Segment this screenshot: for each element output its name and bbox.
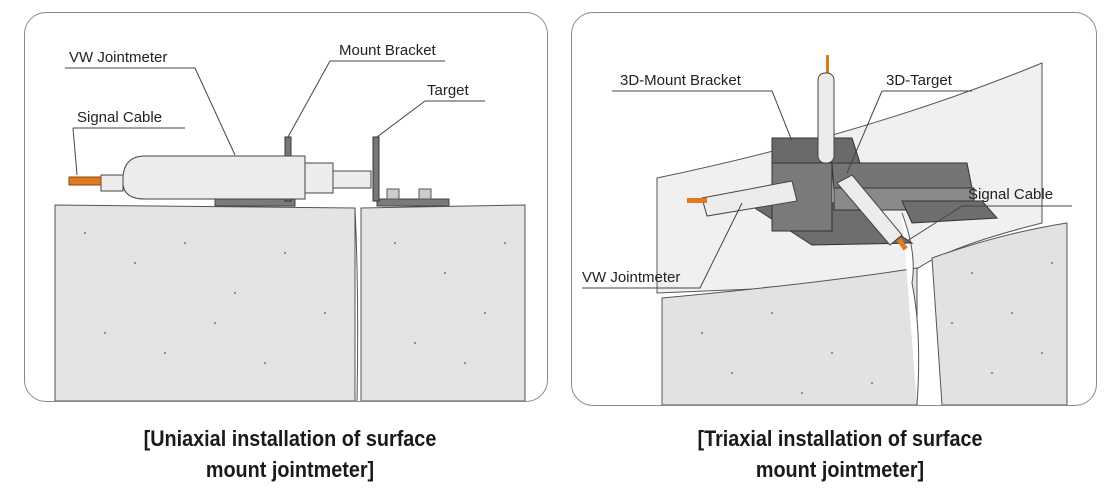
label-signal-cable: Signal Cable <box>77 109 162 126</box>
jointmeter-rod-housing <box>304 162 334 194</box>
cable-horizontal <box>687 198 707 203</box>
triaxial-caption: [Triaxial installation of surface mount … <box>606 423 1074 485</box>
uniaxial-caption-line2: mount jointmeter] <box>205 457 375 482</box>
jointmeter-diagonal <box>836 174 903 246</box>
signal-cable <box>68 176 102 186</box>
concrete-block-right <box>360 204 526 401</box>
cable-vertical <box>826 55 829 73</box>
label-3d-target: 3D-Target <box>886 72 953 89</box>
jointmeter-end <box>100 174 124 192</box>
uniaxial-diagram: VW Jointmeter Mount Bracket Target Signa… <box>54 42 526 401</box>
uniaxial-caption-line1: [Uniaxial installation of surface <box>143 426 437 451</box>
triaxial-diagram: 3D-Mount Bracket 3D-Target Signal Cable … <box>582 55 1072 405</box>
concrete-block-left <box>54 204 356 401</box>
target-base-plate <box>376 198 450 207</box>
concrete-front-right <box>931 222 1068 405</box>
jointmeter-rod <box>332 170 372 189</box>
cable-diagonal <box>896 237 908 251</box>
uniaxial-caption: [Uniaxial installation of surface mount … <box>65 423 515 485</box>
triaxial-caption-line2: mount jointmeter] <box>755 457 925 482</box>
leader-lines <box>582 90 1072 289</box>
label-target: Target <box>427 82 470 99</box>
concrete-front-left <box>661 267 918 405</box>
concrete-texture <box>84 232 506 364</box>
label-3d-mount-bracket: 3D-Mount Bracket <box>620 72 742 89</box>
jointmeter-horizontal <box>701 180 798 217</box>
target-plate <box>372 136 380 202</box>
label-vw-jointmeter: VW Jointmeter <box>582 269 680 286</box>
uniaxial-diagram-panel: VW Jointmeter Mount Bracket Target Signa… <box>24 12 548 402</box>
joint-crack <box>901 212 920 405</box>
triaxial-caption-line1: [Triaxial installation of surface <box>697 426 983 451</box>
concrete-texture <box>701 262 1053 394</box>
triaxial-diagram-panel: 3D-Mount Bracket 3D-Target Signal Cable … <box>571 12 1097 406</box>
label-vw-jointmeter: VW Jointmeter <box>69 49 167 66</box>
bracket-base-plate <box>214 198 296 207</box>
jointmeter-body <box>122 155 306 200</box>
joint-crack <box>354 207 359 401</box>
label-mount-bracket: Mount Bracket <box>339 42 437 59</box>
bracket-top <box>771 137 861 164</box>
jointmeter-vertical <box>817 72 835 164</box>
label-signal-cable: Signal Cable <box>968 186 1053 203</box>
leader-lines <box>65 60 485 176</box>
